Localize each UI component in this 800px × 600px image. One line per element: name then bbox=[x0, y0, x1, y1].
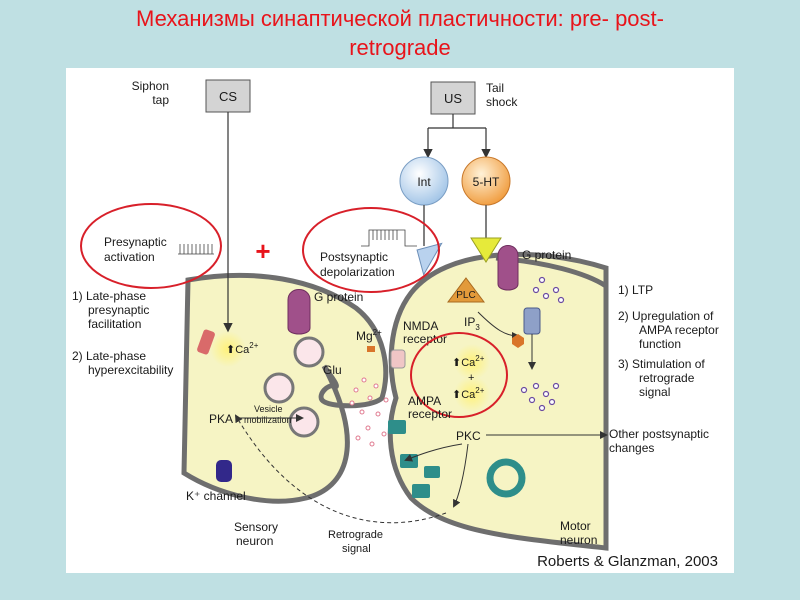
ampa-receptor-4 bbox=[424, 466, 440, 478]
retrograde-signal-arrow bbox=[234, 414, 447, 524]
siphon-tap-label-2: tap bbox=[152, 93, 169, 107]
presynaptic-ca-sup: 2+ bbox=[249, 341, 258, 350]
other-changes-label-2: changes bbox=[609, 441, 654, 455]
depolarization-trace bbox=[361, 229, 417, 247]
postsynaptic-ca-2-text: Ca bbox=[461, 389, 476, 401]
presynaptic-activation-circle bbox=[80, 203, 222, 289]
pka-label: PKA bbox=[209, 412, 233, 426]
presynaptic-spike-train bbox=[178, 244, 214, 255]
nmda-label-1: NMDA bbox=[403, 319, 438, 333]
plc-triangle bbox=[447, 277, 485, 303]
ampa-receptor-1 bbox=[388, 420, 406, 434]
postsynaptic-depolarization-label-1: Postsynaptic bbox=[320, 250, 388, 264]
ip3-receptor bbox=[523, 307, 541, 335]
postsynaptic-g-protein bbox=[497, 245, 519, 291]
pkc-label: PKC bbox=[456, 429, 481, 443]
tail-shock-label-2: shock bbox=[486, 95, 518, 109]
ip3-molecule bbox=[512, 334, 524, 348]
slide-title: Механизмы синаптической пластичности: pr… bbox=[0, 4, 800, 62]
tail-shock-label-1: Tail bbox=[486, 81, 504, 95]
ampa-receptor-3 bbox=[412, 484, 430, 498]
slide-title-line2: retrograde bbox=[349, 35, 451, 60]
citation: Roberts & Glanzman, 2003 bbox=[537, 553, 718, 570]
motor-neuron-membrane bbox=[387, 251, 609, 551]
5ht-terminal bbox=[470, 237, 502, 263]
presynaptic-activation-label-2: activation bbox=[104, 250, 155, 264]
glu-label: Glu bbox=[323, 363, 342, 377]
postsynaptic-g-protein-label: G protein bbox=[522, 248, 571, 262]
k-channel bbox=[216, 460, 232, 482]
left-list-1c: facilitation bbox=[88, 317, 141, 331]
postsynaptic-depolarization-circle bbox=[302, 207, 440, 293]
presynaptic-g-protein bbox=[287, 289, 311, 335]
slide-title-line1: Механизмы синаптической пластичности: pr… bbox=[136, 6, 664, 31]
us-box bbox=[430, 81, 476, 115]
k-channel-label: K⁺ channel bbox=[186, 489, 246, 503]
presynaptic-ca-glow bbox=[210, 331, 246, 367]
pkc-to-ampa-arrow bbox=[453, 443, 469, 508]
diagram-panel: Siphon tap CS US Tail shock Int 5-HT Pre… bbox=[66, 68, 734, 573]
sensory-neuron-label-2: neuron bbox=[236, 534, 273, 548]
right-list-3b: retrograde bbox=[639, 371, 695, 385]
nmda-label-2: receptor bbox=[403, 332, 447, 346]
ampa-label-1: AMPA bbox=[408, 394, 441, 408]
us-label: US bbox=[444, 91, 462, 106]
motor-neuron-label-1: Motor bbox=[560, 519, 591, 533]
postsynaptic-ca-1-sup: 2+ bbox=[475, 354, 484, 363]
ip3-sub: 3 bbox=[475, 323, 480, 332]
right-list-3c: signal bbox=[639, 385, 670, 399]
plc-label: PLC bbox=[456, 290, 475, 301]
plus-sign: + bbox=[255, 236, 270, 266]
vesicle-mobilization-label-1: Vesicle bbox=[254, 404, 283, 414]
left-list-2a: 2) Late-phase bbox=[72, 349, 146, 363]
5ht-label: 5-HT bbox=[473, 175, 500, 189]
motor-neuron-label-2: neuron bbox=[560, 533, 597, 547]
glutamate-molecules bbox=[349, 377, 389, 447]
postsynaptic-ca-2-sup: 2+ bbox=[475, 386, 484, 395]
postsynaptic-ca-glow-2 bbox=[454, 376, 490, 412]
mg-text: Mg bbox=[356, 329, 373, 343]
right-list-2a: 2) Upregulation of bbox=[618, 309, 714, 323]
presynaptic-g-protein-label: G protein bbox=[314, 290, 363, 304]
mg-label: Mg2+ bbox=[356, 328, 382, 343]
right-list-3a: 3) Stimulation of bbox=[618, 357, 705, 371]
ampa-receptor-ring bbox=[486, 458, 526, 498]
presynaptic-activation-label-1: Presynaptic bbox=[104, 235, 167, 249]
retrograde-signal-label-1: Retrograde bbox=[328, 529, 383, 541]
sensory-neuron-label-1: Sensory bbox=[234, 520, 278, 534]
cs-label: CS bbox=[219, 89, 237, 104]
vesicle-mobilization-label-2: mobilization bbox=[244, 415, 292, 425]
ampa-label-2: receptor bbox=[408, 407, 452, 421]
cs-box bbox=[205, 79, 251, 113]
mg-ion bbox=[367, 346, 375, 352]
left-list-1b: presynaptic bbox=[88, 303, 149, 317]
nmda-receptor bbox=[390, 349, 406, 369]
left-list-1a: 1) Late-phase bbox=[72, 289, 146, 303]
siphon-tap-label-1: Siphon bbox=[132, 79, 169, 93]
ip3-text: IP bbox=[464, 315, 475, 329]
retrograde-signal-label-2: signal bbox=[342, 543, 371, 555]
int-terminal bbox=[416, 242, 443, 276]
right-list-1: 1) LTP bbox=[618, 283, 653, 297]
ip3-arrow bbox=[477, 311, 520, 340]
postsynaptic-ca-glow-1 bbox=[454, 344, 490, 380]
postsynaptic-ca-2: ⬆Ca2+ bbox=[452, 386, 485, 401]
left-list-2b: hyperexcitability bbox=[88, 363, 173, 377]
right-list-2c: function bbox=[639, 337, 681, 351]
postsynaptic-ca-plus: + bbox=[468, 372, 474, 384]
postsynaptic-ca-1-text: Ca bbox=[461, 357, 476, 369]
int-label: Int bbox=[417, 175, 431, 189]
mg-sup: 2+ bbox=[373, 328, 382, 337]
postsynaptic-granules bbox=[520, 276, 565, 412]
pkc-to-receptor-arrow bbox=[404, 443, 463, 462]
ip3-label: IP3 bbox=[464, 315, 480, 332]
presynaptic-ca-text: Ca bbox=[235, 344, 250, 356]
right-list-2b: AMPA receptor bbox=[639, 323, 719, 337]
postsynaptic-ca-circle bbox=[410, 332, 508, 418]
presynaptic-ca-channel bbox=[197, 329, 215, 355]
synaptic-plasticity-diagram: Siphon tap CS US Tail shock Int 5-HT Pre… bbox=[72, 79, 719, 570]
postsynaptic-depolarization-label-2: depolarization bbox=[320, 265, 395, 279]
other-changes-label-1: Other postsynaptic bbox=[609, 427, 709, 441]
